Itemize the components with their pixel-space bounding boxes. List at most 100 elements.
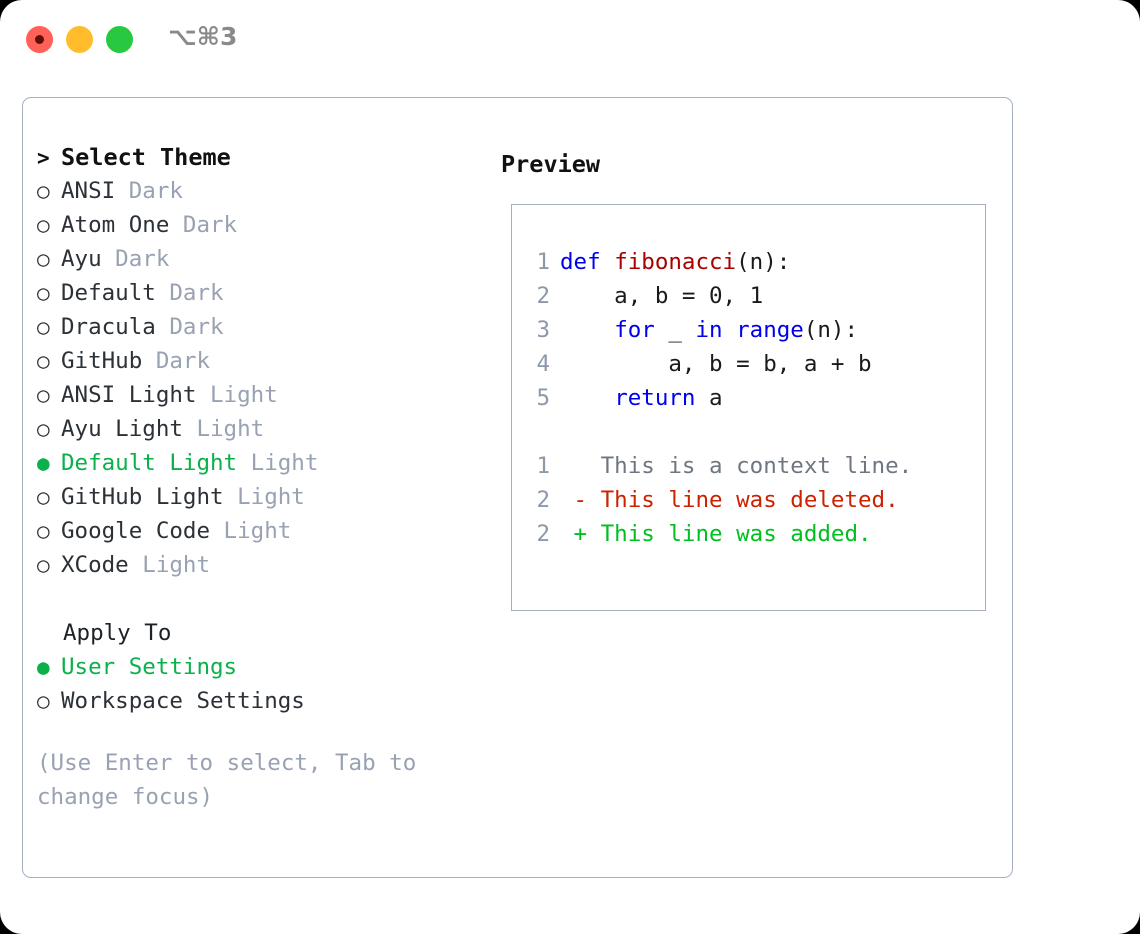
radio-unselected-icon[interactable]: ○ xyxy=(37,553,50,577)
code-token xyxy=(560,385,614,411)
line-number: 2 xyxy=(536,487,550,513)
theme-list-item[interactable]: ○ANSI Light Light xyxy=(37,378,477,412)
radio-unselected-icon[interactable]: ○ xyxy=(37,281,50,305)
radio-unselected-icon[interactable]: ○ xyxy=(37,485,50,509)
radio-unselected-icon[interactable]: ○ xyxy=(37,247,50,271)
title-bar: ⌥⌘3 xyxy=(0,0,1140,78)
radio-unselected-icon[interactable]: ○ xyxy=(37,315,50,339)
theme-list-item[interactable]: ○ Dracula Dark xyxy=(37,310,477,344)
theme-variant: Light xyxy=(210,518,292,544)
apply-to-item[interactable]: ○ Workspace Settings xyxy=(37,684,477,718)
code-token: a xyxy=(695,385,723,411)
theme-name: ANSI xyxy=(61,178,116,204)
radio-selected-icon[interactable]: ● xyxy=(37,655,50,679)
select-theme-title: Select Theme xyxy=(61,143,231,171)
apply-to-label: User Settings xyxy=(61,654,238,680)
theme-variant: Light xyxy=(223,484,305,510)
code-token: a, b = b, a + b xyxy=(560,351,872,377)
theme-list-item[interactable]: ○ Default Dark xyxy=(37,276,477,310)
code-line: 1 def fibonacci(n): xyxy=(524,245,912,279)
diff-line: 2 - This line was deleted. xyxy=(524,483,912,517)
close-button[interactable] xyxy=(26,26,53,53)
select-theme-header: > Select Theme xyxy=(37,140,477,174)
theme-variant: Light xyxy=(182,416,265,442)
theme-name: GitHub xyxy=(61,348,143,374)
theme-list-item[interactable]: ○ Google Code Light xyxy=(37,514,477,548)
diff-line: 1 This is a context line. xyxy=(524,449,912,483)
radio-unselected-icon[interactable]: ○ xyxy=(37,213,50,237)
diff-text: + This line was added. xyxy=(560,521,872,547)
diff-line: 2 + This line was added. xyxy=(524,517,912,551)
radio-selected-icon[interactable]: ● xyxy=(37,451,50,475)
apply-to-title: Apply To xyxy=(63,620,172,646)
line-number: 5 xyxy=(536,385,550,411)
theme-variant: Dark xyxy=(155,280,224,306)
maximize-button[interactable] xyxy=(106,26,133,53)
preview-title: Preview xyxy=(501,150,601,178)
code-line: 2 a, b = 0, 1 xyxy=(524,279,912,313)
line-number: 1 xyxy=(536,249,550,275)
theme-name: ANSI Light xyxy=(61,382,197,408)
theme-name: Ayu Light xyxy=(61,416,183,442)
radio-unselected-icon[interactable]: ○ xyxy=(37,179,50,203)
minimize-button[interactable] xyxy=(66,26,93,53)
theme-variant: Dark xyxy=(115,178,183,204)
theme-selection-column: > Select Theme ○ ANSI Dark ○ Atom One Dark ○ A… xyxy=(37,140,477,814)
theme-list: ○ ANSI Dark ○ Atom One Dark ○ Ayu Dark ○ Defaul… xyxy=(37,174,477,582)
radio-unselected-icon[interactable]: ○ xyxy=(37,349,50,373)
theme-list-item[interactable]: ○ Ayu Light Light xyxy=(37,412,477,446)
apply-to-list: ● User Settings ○ Workspace Settings xyxy=(37,650,477,718)
apply-to-label: Workspace Settings xyxy=(61,688,305,714)
diff-text: This is a context line. xyxy=(560,453,913,479)
code-token: _ xyxy=(654,317,696,343)
theme-list-item[interactable]: ○ Atom One Dark xyxy=(37,208,477,242)
prompt-caret-icon: > xyxy=(37,146,50,170)
apply-to-item[interactable]: ● User Settings xyxy=(37,650,477,684)
theme-variant: Light xyxy=(237,450,319,476)
line-number: 4 xyxy=(536,351,550,377)
radio-unselected-icon[interactable]: ○ xyxy=(37,689,50,713)
theme-name: Default xyxy=(61,280,156,306)
theme-variant: Dark xyxy=(155,314,224,340)
theme-name: Atom One xyxy=(61,212,170,238)
code-token: for xyxy=(614,317,655,343)
code-token: range xyxy=(736,317,804,343)
theme-list-item[interactable]: ○ GitHub Light Light xyxy=(37,480,477,514)
theme-list-item[interactable]: ○XCode Light xyxy=(37,548,477,582)
code-token: def xyxy=(560,249,615,275)
code-line: 5 return a xyxy=(524,381,912,415)
code-token: in xyxy=(695,317,723,343)
code-token: a, b = 0, 1 xyxy=(560,283,764,309)
line-number: 1 xyxy=(536,453,550,479)
radio-unselected-icon[interactable]: ○ xyxy=(37,417,50,441)
traffic-lights xyxy=(26,26,133,53)
theme-name: GitHub Light xyxy=(61,484,224,510)
code-token: fibonacci xyxy=(614,249,737,275)
theme-name: Ayu xyxy=(61,246,102,272)
radio-unselected-icon[interactable]: ○ xyxy=(37,383,50,407)
theme-variant: Dark xyxy=(101,246,170,272)
shortcut-label: ⌥⌘3 xyxy=(168,22,238,51)
code-line: 4 a, b = b, a + b xyxy=(524,347,912,381)
theme-list-item[interactable]: ● Default Light Light xyxy=(37,446,477,480)
line-number: 2 xyxy=(536,521,550,547)
theme-list-item[interactable]: ○ GitHub Dark xyxy=(37,344,477,378)
list-spacer xyxy=(37,582,477,616)
line-number: 2 xyxy=(536,283,550,309)
code-token: (n): xyxy=(803,317,859,343)
theme-list-item[interactable]: ○ Ayu Dark xyxy=(37,242,477,276)
theme-name: Google Code xyxy=(61,518,211,544)
theme-variant: Light xyxy=(128,552,211,578)
code-token xyxy=(723,317,737,343)
code-token: (n): xyxy=(736,249,791,275)
radio-unselected-icon[interactable]: ○ xyxy=(37,519,50,543)
theme-variant: Dark xyxy=(142,348,211,374)
theme-list-item[interactable]: ○ ANSI Dark xyxy=(37,174,477,208)
theme-name: Default Light xyxy=(61,450,238,476)
code-token xyxy=(560,317,614,343)
theme-variant: Dark xyxy=(169,212,238,238)
theme-name: Dracula xyxy=(61,314,156,340)
